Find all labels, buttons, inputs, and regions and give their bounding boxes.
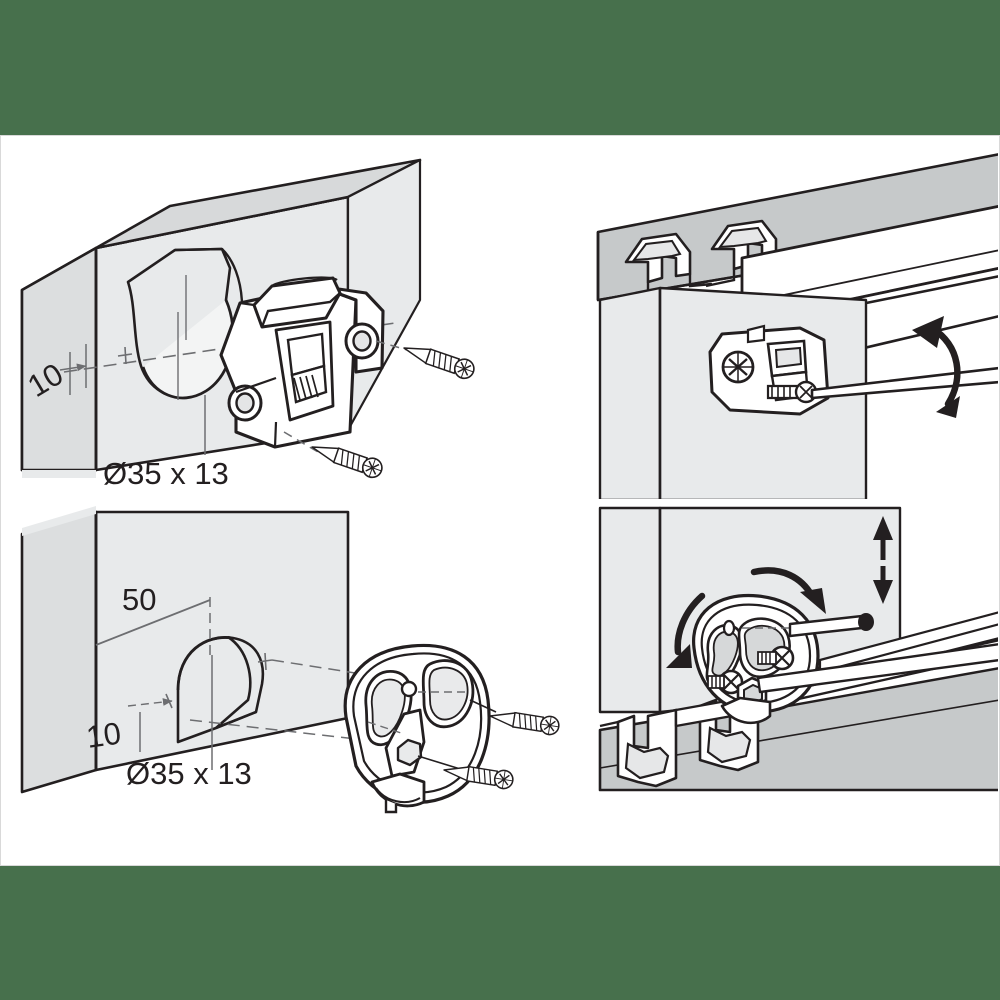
cup-bore-top (126, 247, 244, 400)
dimension-10-bottom (127, 693, 173, 752)
top-green-band (0, 0, 1000, 135)
label-edge-50: 50 (122, 582, 156, 617)
panel-top-left: 10 Ø35 x 13 (20, 158, 478, 491)
height-adjust-arrows (873, 516, 893, 604)
bottom-green-band (0, 866, 1000, 1000)
cup-bore-bottom (176, 635, 265, 744)
guide-fitting-engaged-top (708, 324, 830, 416)
screwdriver-bottom-right (788, 613, 874, 638)
dimension-10-top (59, 344, 87, 395)
panel-bottom-left: 50 10 Ø35 x 13 (20, 506, 561, 814)
label-depth-10-bottom: 10 (84, 715, 123, 754)
label-bore-bottom: Ø35 x 13 (126, 756, 252, 791)
wood-screw-bottom-1 (487, 706, 561, 737)
guide-fitting-top (219, 276, 385, 449)
wood-screw-top-2 (308, 437, 386, 481)
board-bottom-left (20, 506, 350, 794)
track-profile-top-1 (619, 232, 713, 300)
label-bore-top: Ø35 x 13 (103, 456, 229, 491)
leader-screw-3 (469, 699, 497, 713)
dimension-50 (95, 597, 211, 656)
panel-top-right (596, 153, 998, 499)
rotation-arrow-top-right (912, 316, 961, 418)
leader-screw-2 (283, 431, 319, 453)
lever-bar (756, 643, 998, 694)
wood-screw-top-1 (400, 338, 478, 382)
screwdriver-top-right (810, 366, 998, 400)
panel-bottom-right (598, 506, 998, 792)
track-profile-top-2 (705, 219, 801, 288)
adjuster-plate-bottom (343, 643, 491, 814)
rotation-arrow-right (750, 567, 826, 614)
rotation-arrow-left (666, 592, 706, 668)
